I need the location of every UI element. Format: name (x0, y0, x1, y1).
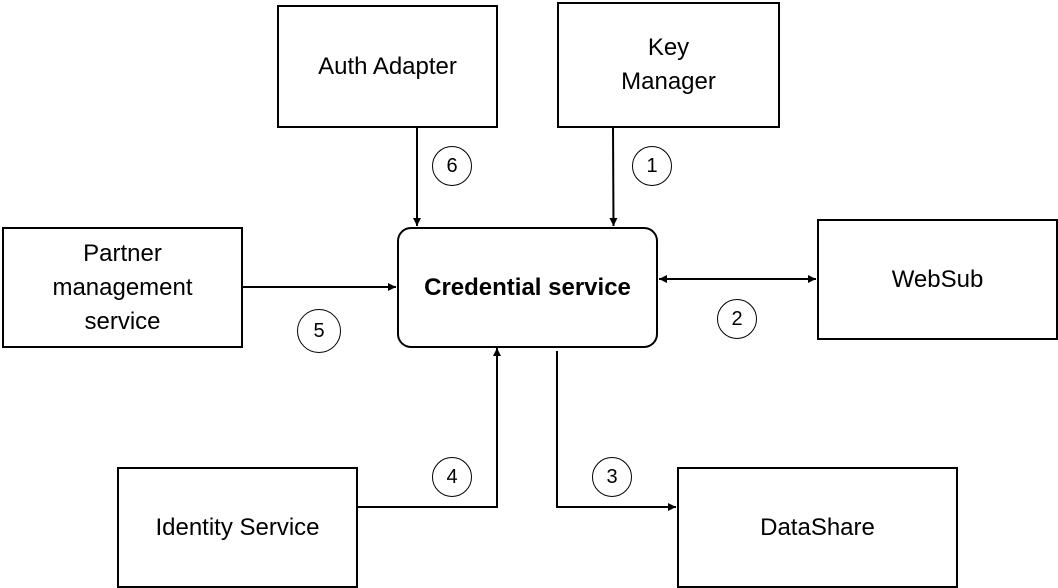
auth-adapter-box: Auth Adapter (277, 5, 498, 128)
step-number: 1 (646, 154, 658, 177)
key-manager-to-credential-arrow (609, 126, 618, 227)
datashare-box: DataShare (677, 467, 958, 588)
step-badge-6: 6 (432, 146, 472, 186)
websub-box: WebSub (817, 219, 1058, 340)
key-manager-box: Key Manager (557, 2, 780, 128)
identity-service-label: Identity Service (155, 513, 320, 541)
datashare-label: DataShare (760, 513, 875, 541)
step-badge-4: 4 (432, 457, 472, 497)
step-badge-1: 1 (632, 146, 672, 186)
auth-adapter-label: Auth Adapter (318, 52, 457, 80)
step-number: 6 (446, 154, 458, 177)
websub-label: WebSub (891, 265, 984, 293)
partner-management-label: Partner management service (52, 239, 193, 335)
partner-management-box: Partner management service (2, 227, 243, 348)
credential-to-datashare-arrow (556, 351, 676, 511)
credential-service-box: Credential service (397, 227, 658, 348)
step-badge-3: 3 (592, 457, 632, 497)
step-number: 4 (446, 465, 458, 488)
step-number: 2 (731, 307, 743, 330)
step-badge-2: 2 (717, 299, 757, 339)
key-manager-label: Key Manager (621, 34, 716, 95)
step-number: 5 (313, 319, 325, 342)
step-badge-5: 5 (297, 309, 341, 353)
step-number: 3 (606, 465, 618, 488)
identity-service-box: Identity Service (117, 467, 358, 588)
credential-service-label: Credential service (424, 273, 631, 301)
identity-to-credential-arrow (357, 348, 501, 508)
